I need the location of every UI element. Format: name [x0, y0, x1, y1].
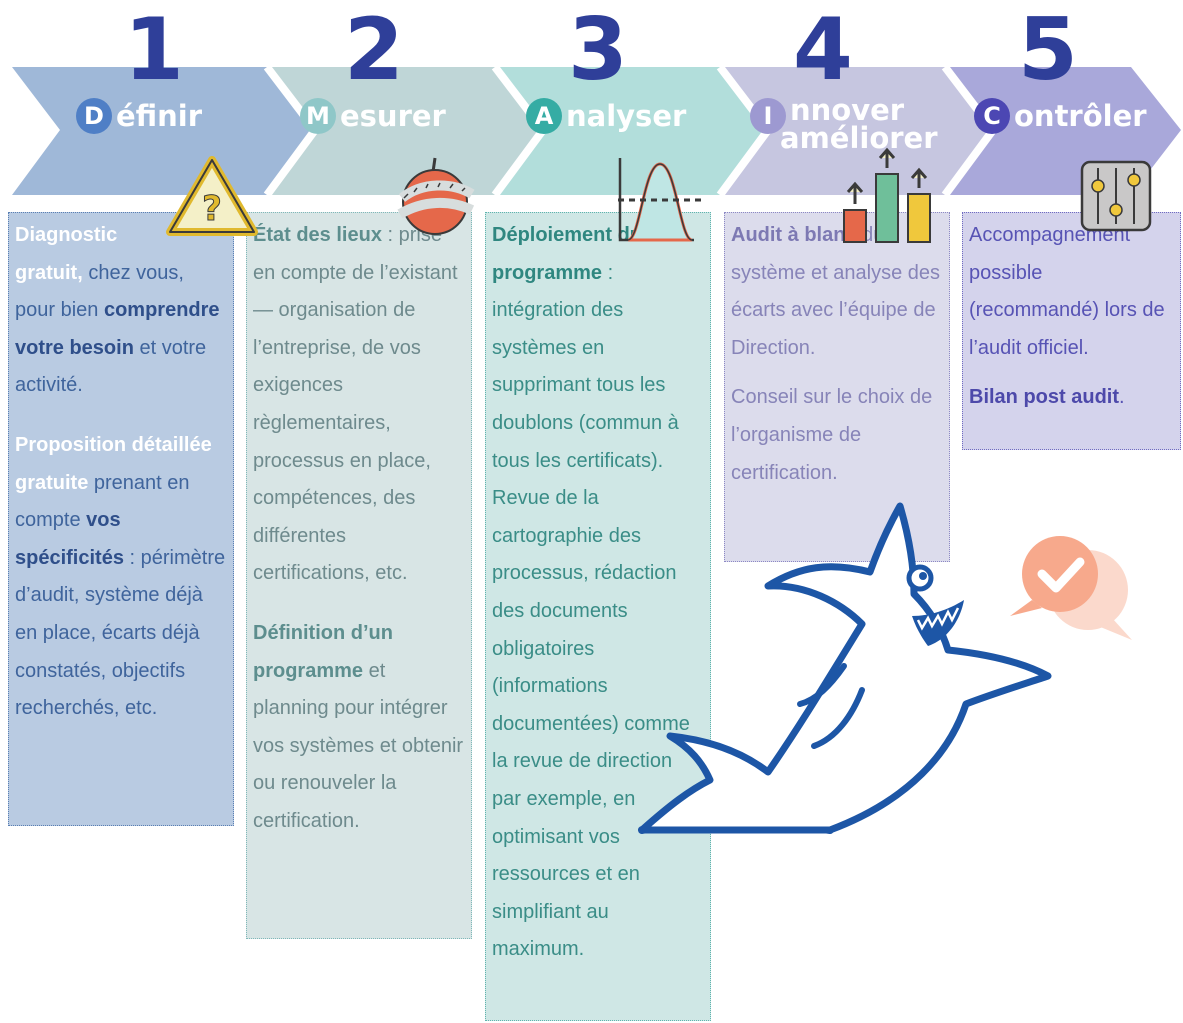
- step-number-4: 4: [793, 0, 853, 100]
- step-letter-badge: M: [300, 98, 336, 134]
- warning-question-icon: ?: [166, 156, 258, 236]
- step-title-mesurer: M esurer: [300, 96, 446, 136]
- step-title-text: nalyser: [566, 99, 687, 133]
- step-number-1: 1: [124, 0, 184, 100]
- step-number-2: 2: [344, 0, 404, 100]
- card-paragraph: Définition d’un programme et planning po…: [253, 621, 464, 832]
- shark-mascot-icon: [638, 502, 1052, 834]
- step-title-text-line2: améliorer: [780, 121, 938, 155]
- step-title-text: esurer: [340, 99, 446, 133]
- step-letter-badge: I: [750, 98, 786, 134]
- card-innover: Audit à blanc du système et analyse des …: [724, 212, 950, 562]
- step-title-analyser: A nalyser: [526, 96, 686, 136]
- check-speech-bubble-icon: [1010, 536, 1132, 640]
- card-analyser: Déploiement du programme : intégration d…: [485, 212, 711, 1021]
- card-paragraph: Bilan post audit.: [969, 386, 1125, 409]
- card-paragraph: État des lieux : prise en compte de l’ex…: [253, 224, 458, 585]
- step-letter-badge: C: [974, 98, 1010, 134]
- control-sliders-icon: [1080, 160, 1152, 232]
- card-paragraph: Accompagnement possible (recommandé) lor…: [969, 224, 1165, 359]
- step-title-controler: C ontrôler: [974, 96, 1147, 136]
- card-paragraph: Audit à blanc du système et analyse des …: [731, 224, 940, 359]
- step-title-definir: D éfinir: [76, 96, 202, 136]
- apple-measuring-tape-icon: [397, 157, 475, 235]
- step-title-text-line1: nnover: [790, 93, 905, 127]
- card-paragraph: Proposition détaillée gratuite prenant e…: [15, 433, 226, 720]
- process-arrow-banner: [12, 64, 1181, 198]
- card-controler: Accompagnement possible (recommandé) lor…: [962, 212, 1181, 450]
- bell-curve-icon: [618, 158, 706, 242]
- svg-text:?: ?: [202, 189, 222, 229]
- step-letter-badge: D: [76, 98, 112, 134]
- bar-chart-arrows-icon: [843, 147, 931, 243]
- step-title-text: éfinir: [116, 99, 203, 133]
- card-paragraph: Conseil sur le choix de l’organisme de c…: [731, 386, 933, 484]
- card-mesurer: État des lieux : prise en compte de l’ex…: [246, 212, 472, 939]
- step-letter-badge: A: [526, 98, 562, 134]
- step-title-text: ontrôler: [1014, 99, 1147, 133]
- step-number-3: 3: [568, 0, 628, 100]
- step-title-innover: I nnover améliorer: [750, 93, 938, 155]
- card-paragraph: Déploiement du programme : intégration d…: [492, 224, 690, 961]
- step-number-5: 5: [1018, 0, 1078, 100]
